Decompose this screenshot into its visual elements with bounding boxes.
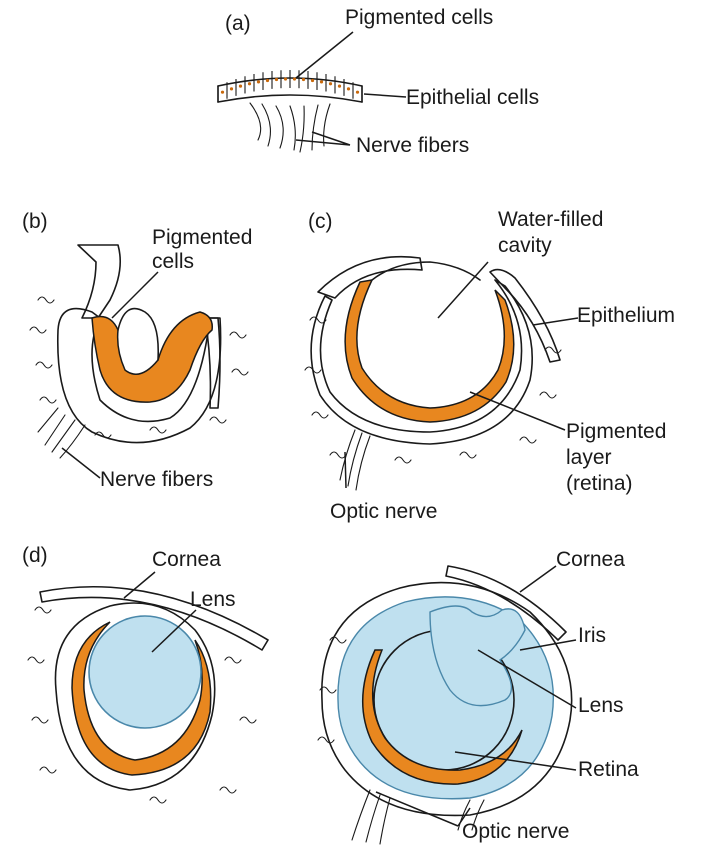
cell-nucleus xyxy=(311,79,314,82)
panel-b-label-nerve-fibers: Nerve fibers xyxy=(100,468,213,491)
panel-e-label-optic-nerve: Optic nerve xyxy=(462,820,569,843)
panel-b-label-pigmented-line2: cells xyxy=(152,250,194,273)
panel-c-label-pigmented-line2: layer xyxy=(566,446,612,469)
cell-nucleus xyxy=(221,91,224,94)
cell-nucleus xyxy=(284,77,287,80)
cell-nucleus xyxy=(266,79,269,82)
panel-b-nerve-fibers xyxy=(38,408,85,458)
panel-c-label-cavity-line2: cavity xyxy=(498,234,552,257)
panel-c-label-pigmented-line1: Pigmented xyxy=(566,420,666,443)
panel-b-pigment-band xyxy=(92,312,212,402)
panel-b: (b) Pigmented ce xyxy=(22,210,252,491)
panel-a-epithelial-sheet xyxy=(218,70,362,102)
cell-nucleus xyxy=(320,80,323,83)
panel-a-label-nerve-fibers: Nerve fibers xyxy=(356,134,469,157)
panel-e-label-iris: Iris xyxy=(578,624,606,647)
cell-nucleus xyxy=(347,87,350,90)
panel-e: Cornea Iris Lens Retina Optic nerve xyxy=(318,548,639,844)
panel-c-label-cavity-line1: Water-filled xyxy=(498,208,603,231)
cell-nucleus xyxy=(248,82,251,85)
panel-c-label-epithelium: Epithelium xyxy=(577,304,675,327)
cell-nucleus xyxy=(293,77,296,80)
panel-c-pigment-band xyxy=(345,280,514,422)
panel-a: (a) Pigmented cells Epithelial cells Ner… xyxy=(218,6,539,157)
cell-nucleus xyxy=(302,78,305,81)
cell-nucleus xyxy=(230,87,233,90)
panel-c-letter: (c) xyxy=(308,210,333,233)
panel-e-eyeball xyxy=(322,583,572,816)
panel-a-label-pigmented-cells: Pigmented cells xyxy=(345,6,493,29)
panel-a-letter: (a) xyxy=(225,12,251,35)
panel-e-label-cornea: Cornea xyxy=(556,548,625,571)
panel-a-label-epithelial-cells: Epithelial cells xyxy=(406,86,539,109)
panel-d-label-lens: Lens xyxy=(190,588,236,611)
cell-nucleus xyxy=(275,78,278,81)
panel-c: (c) Water-filled xyxy=(305,208,675,523)
panel-b-label-pigmented-line1: Pigmented xyxy=(152,226,252,249)
cell-nucleus xyxy=(356,91,359,94)
panel-d-letter: (d) xyxy=(22,544,48,567)
panel-e-label-lens: Lens xyxy=(578,694,624,717)
cell-nucleus xyxy=(239,84,242,87)
panel-e-label-retina: Retina xyxy=(578,758,639,781)
cell-nucleus xyxy=(338,84,341,87)
panel-a-nerve-fibers xyxy=(250,103,330,152)
cell-nucleus xyxy=(257,80,260,83)
panel-d-lens xyxy=(89,616,201,728)
panel-d: (d) Cornea Lens xyxy=(22,544,268,803)
panel-c-label-optic-nerve: Optic nerve xyxy=(330,500,437,523)
panel-c-label-pigmented-line3: (retina) xyxy=(566,472,633,495)
panel-d-label-cornea: Cornea xyxy=(152,548,221,571)
cell-nucleus xyxy=(329,82,332,85)
panel-b-letter: (b) xyxy=(22,210,48,233)
panel-c-tissue xyxy=(305,317,561,463)
panel-b-pigmented-cup xyxy=(58,309,221,443)
